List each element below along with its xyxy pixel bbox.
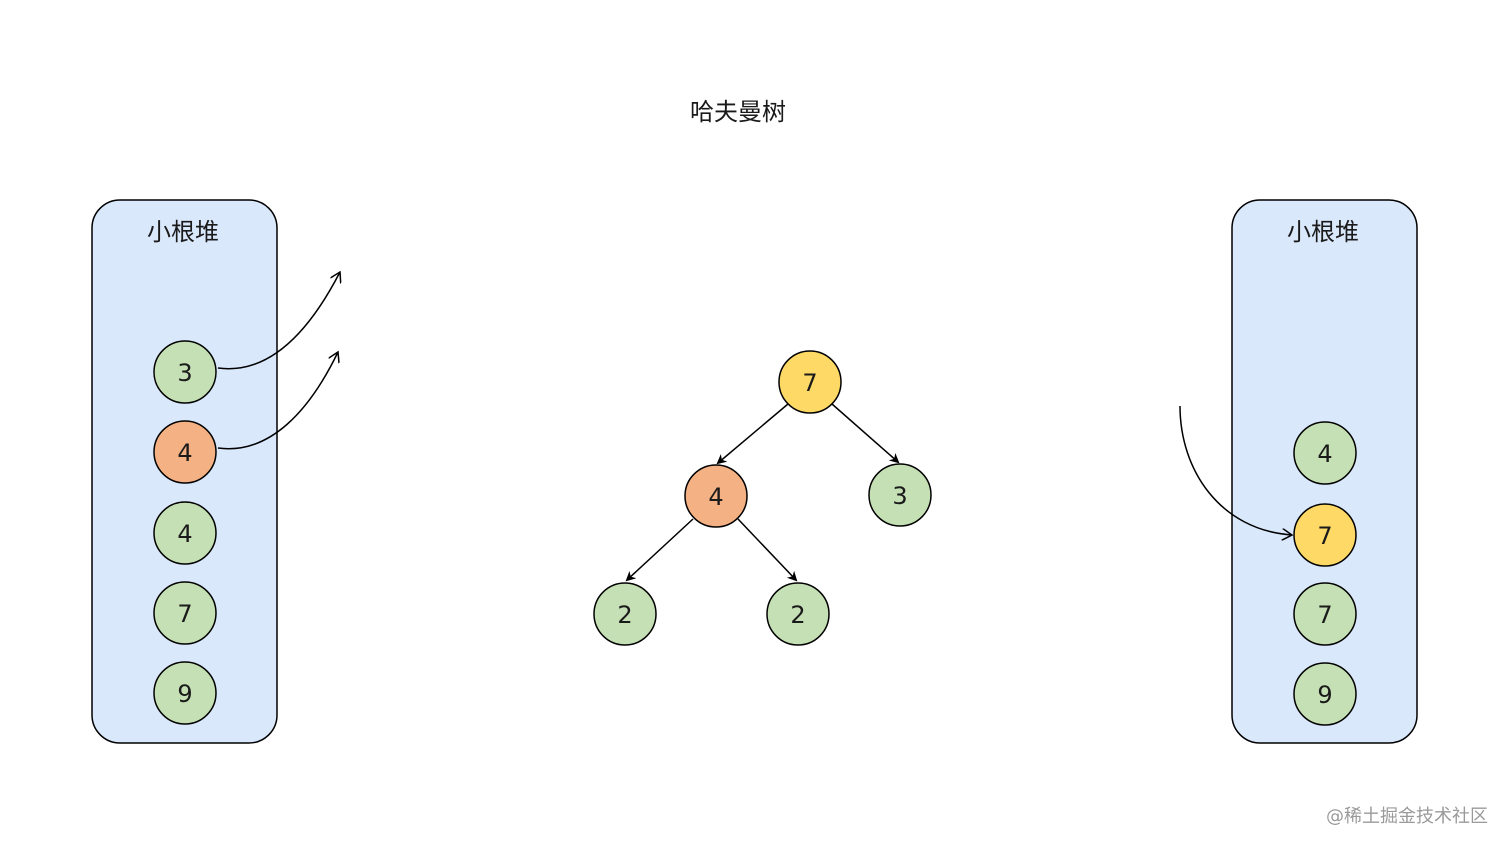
tree-node-left-left: 2 <box>593 582 657 646</box>
tree-edge <box>716 403 789 465</box>
tree-node-value: 2 <box>790 601 805 629</box>
left-heap-node: 9 <box>153 661 217 725</box>
left-heap-node: 3 <box>153 340 217 404</box>
right-heap-node-value: 7 <box>1317 522 1332 550</box>
tree-node-value: 2 <box>617 601 632 629</box>
right-heap-node: 7 <box>1293 582 1357 646</box>
left-heap-node-value: 3 <box>177 359 192 387</box>
left-heap-node: 7 <box>153 581 217 645</box>
right-heap-node-circle <box>1293 582 1357 646</box>
pop-arrow-2 <box>217 352 338 450</box>
right-heap-node-value: 4 <box>1317 440 1332 468</box>
diagram-title: 哈夫曼树 <box>690 98 786 126</box>
left-heap-node-circle <box>153 340 217 404</box>
pop-arrow-1 <box>217 272 340 370</box>
huffman-tree: 7 4 3 2 2 <box>593 350 932 646</box>
tree-node-right: 3 <box>868 463 932 527</box>
tree-node-value: 4 <box>708 483 723 511</box>
right-heap-node-circle <box>1293 503 1357 567</box>
left-heap-node-value: 4 <box>177 439 192 467</box>
right-heap: 小根堆 4 7 7 9 <box>1231 199 1418 744</box>
tree-node-value: 7 <box>802 369 817 397</box>
left-heap-node-value: 4 <box>177 520 192 548</box>
right-heap-node: 9 <box>1293 662 1357 726</box>
right-heap-node: 4 <box>1293 421 1357 485</box>
left-heap-node-circle <box>153 501 217 565</box>
left-heap-node-value: 9 <box>177 680 192 708</box>
tree-node-value: 3 <box>892 482 907 510</box>
left-heap: 小根堆 3 4 4 7 9 <box>91 199 278 744</box>
left-heap-node-circle <box>153 661 217 725</box>
tree-edge <box>737 518 798 582</box>
tree-node-left-right: 2 <box>766 582 830 646</box>
watermark: @稀土掘金技术社区 <box>1326 806 1488 827</box>
tree-node-circle <box>593 582 657 646</box>
right-heap-label: 小根堆 <box>1287 218 1359 246</box>
tree-node-circle <box>684 464 748 528</box>
left-heap-label: 小根堆 <box>147 218 219 246</box>
right-heap-node-circle <box>1293 421 1357 485</box>
tree-edge <box>831 403 900 464</box>
left-heap-node-circle <box>153 581 217 645</box>
left-heap-node-value: 7 <box>177 600 192 628</box>
tree-edge <box>625 518 694 582</box>
right-heap-node-value: 7 <box>1317 601 1332 629</box>
push-arrow <box>1179 405 1292 535</box>
left-heap-node-circle <box>153 420 217 484</box>
tree-node-circle <box>778 350 842 414</box>
right-heap-node-value: 9 <box>1317 681 1332 709</box>
left-heap-node: 4 <box>153 420 217 484</box>
tree-node-left: 4 <box>684 464 748 528</box>
tree-node-root: 7 <box>778 350 842 414</box>
left-heap-node: 4 <box>153 501 217 565</box>
tree-node-circle <box>868 463 932 527</box>
right-heap-node-circle <box>1293 662 1357 726</box>
right-heap-node: 7 <box>1293 503 1357 567</box>
tree-node-circle <box>766 582 830 646</box>
